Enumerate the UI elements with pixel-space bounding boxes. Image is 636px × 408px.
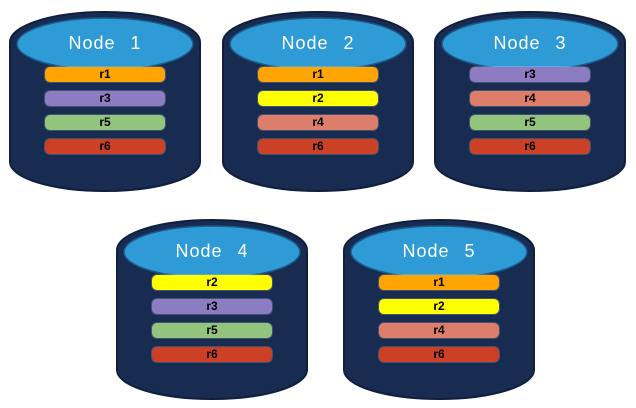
replica-label: r3 <box>524 67 536 81</box>
replica-bar-r6: r6 <box>470 139 590 154</box>
cylinder-top-ellipse <box>16 17 194 71</box>
replica-bar-r4: r4 <box>258 115 378 130</box>
replica-bar-r5: r5 <box>152 323 272 338</box>
replica-bar-r6: r6 <box>379 347 499 362</box>
replica-bar-r1: r1 <box>379 275 499 290</box>
replica-label: r6 <box>433 347 445 361</box>
replica-label: r2 <box>206 275 218 289</box>
replica-label: r6 <box>312 139 324 153</box>
replica-label: r4 <box>433 323 445 337</box>
cylinder-top-ellipse <box>123 225 301 279</box>
replica-label: r2 <box>312 91 324 105</box>
replica-label: r1 <box>312 67 324 81</box>
replica-bar-r4: r4 <box>470 91 590 106</box>
replica-bar-r6: r6 <box>45 139 165 154</box>
replica-label: r6 <box>206 347 218 361</box>
replica-label: r6 <box>99 139 111 153</box>
replica-bar-r5: r5 <box>470 115 590 130</box>
replica-bar-r2: r2 <box>258 91 378 106</box>
replica-bar-r1: r1 <box>45 67 165 82</box>
replica-bar-r1: r1 <box>258 67 378 82</box>
replica-label: r3 <box>206 299 218 313</box>
replica-label: r5 <box>524 115 536 129</box>
replica-list: r1 r2 r4 r6 <box>258 67 378 163</box>
replica-label: r3 <box>99 91 111 105</box>
replica-bar-r6: r6 <box>258 139 378 154</box>
replica-list: r3 r4 r5 r6 <box>470 67 590 163</box>
cylinder-top-ellipse <box>229 17 407 71</box>
replica-label: r5 <box>206 323 218 337</box>
cylinder-top-ellipse <box>441 17 619 71</box>
replica-label: r5 <box>99 115 111 129</box>
replica-label: r1 <box>99 67 111 81</box>
replica-label: r4 <box>312 115 324 129</box>
replica-label: r2 <box>433 299 445 313</box>
replica-bar-r3: r3 <box>152 299 272 314</box>
replica-label: r1 <box>433 275 445 289</box>
replica-label: r6 <box>524 139 536 153</box>
replica-list: r1 r3 r5 r6 <box>45 67 165 163</box>
replica-label: r4 <box>524 91 536 105</box>
cylinder-top-ellipse <box>350 225 528 279</box>
replica-bar-r6: r6 <box>152 347 272 362</box>
replica-bar-r3: r3 <box>45 91 165 106</box>
replica-bar-r4: r4 <box>379 323 499 338</box>
replica-list: r2 r3 r5 r6 <box>152 275 272 371</box>
replica-bar-r5: r5 <box>45 115 165 130</box>
replica-list: r1 r2 r4 r6 <box>379 275 499 371</box>
replica-bar-r2: r2 <box>152 275 272 290</box>
replica-bar-r3: r3 <box>470 67 590 82</box>
replica-bar-r2: r2 <box>379 299 499 314</box>
